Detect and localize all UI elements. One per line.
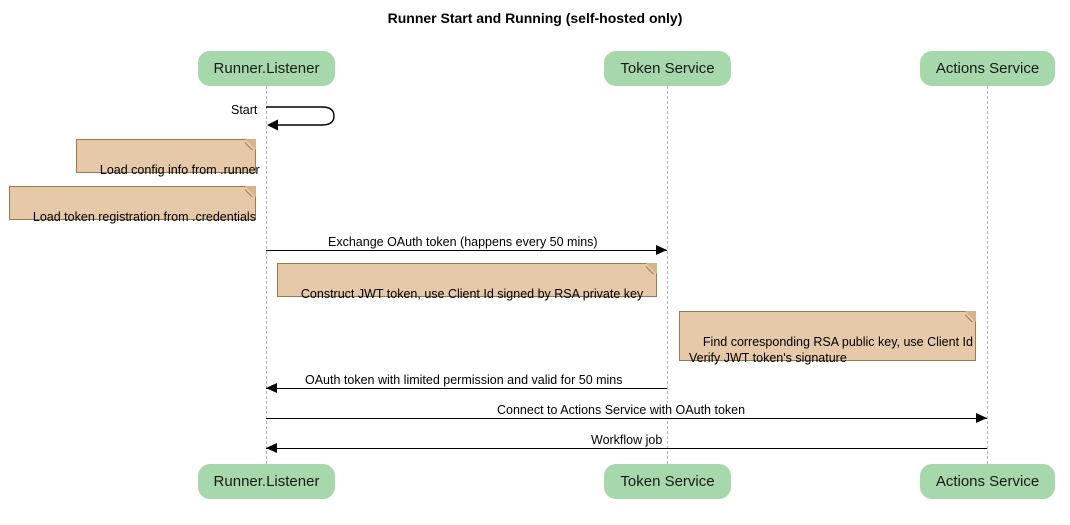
note-load-config-info: Load config info from .runner [76,139,260,177]
arrow-head-exchange-oauth-token [656,244,667,255]
note-construct-jwt-token: Construct JWT token, use Client Id signe… [277,263,657,301]
note-text-construct-jwt-token: Construct JWT token, use Client Id signe… [300,287,644,301]
message-label-workflow-job: Workflow job [588,433,666,447]
note-find-rsa-public-key: Find corresponding RSA public key, use C… [679,311,976,365]
message-line-oauth-token-returned [266,388,667,389]
arrow-head-connect-to-actions-service [976,412,987,423]
note-fold-edge-icon [245,139,256,150]
note-text-load-config-info: Load config info from .runner [99,163,260,177]
message-label-connect-to-actions-service: Connect to Actions Service with OAuth to… [494,403,749,417]
actor-head-token[interactable]: Token Service [604,51,731,86]
page-title: Runner Start and Running (self-hosted on… [387,10,683,26]
actor-foot-label-runner: Runner.Listener [213,473,320,490]
actor-label-token: Token Service [620,60,715,77]
actor-foot-runner[interactable]: Runner.Listener [198,464,335,499]
lifeline-runner [266,86,267,464]
lifeline-actions [987,86,988,464]
arrow-head-workflow-job [266,442,277,453]
note-fold-edge-icon [965,311,976,322]
note-fold-edge-icon [646,263,657,274]
actor-foot-label-token: Token Service [620,473,715,490]
actor-head-actions[interactable]: Actions Service [920,51,1055,86]
actor-foot-actions[interactable]: Actions Service [920,464,1055,499]
message-line-connect-to-actions-service [266,418,987,419]
actor-label-actions: Actions Service [935,60,1040,77]
arrow-head-oauth-token-returned [266,382,277,393]
message-label-start: Start [228,103,261,117]
note-text-find-rsa-public-key: Find corresponding RSA public key, use C… [689,335,973,365]
message-label-oauth-token-returned: OAuth token with limited permission and … [302,373,626,387]
actor-label-runner: Runner.Listener [213,60,320,77]
message-label-exchange-oauth-token: Exchange OAuth token (happens every 50 m… [325,235,601,249]
message-line-exchange-oauth-token [266,250,667,251]
note-text-load-token-registration: Load token registration from .credential… [32,210,256,224]
actor-foot-label-actions: Actions Service [935,473,1040,490]
actor-head-runner[interactable]: Runner.Listener [198,51,335,86]
note-load-token-registration: Load token registration from .credential… [9,186,256,224]
note-fold-edge-icon [245,186,256,197]
lifeline-token [667,86,668,464]
message-line-workflow-job [266,448,987,449]
message-self-loop-start [266,106,335,131]
actor-foot-token[interactable]: Token Service [604,464,731,499]
